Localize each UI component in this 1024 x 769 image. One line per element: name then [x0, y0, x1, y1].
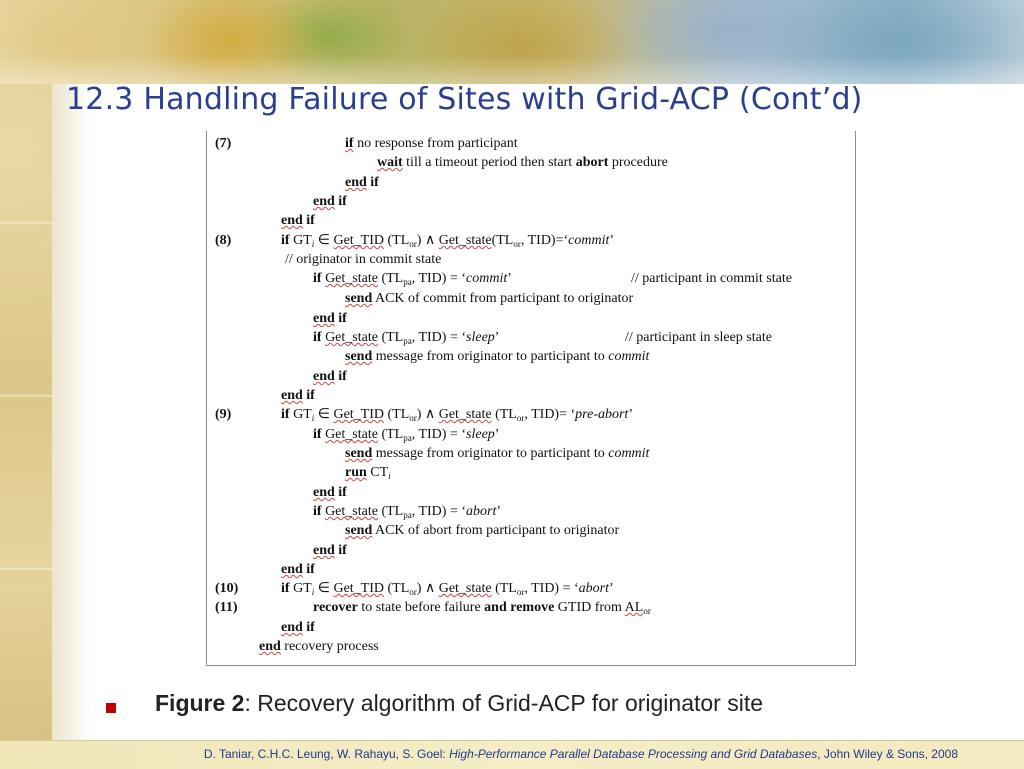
- footer-citation: D. Taniar, C.H.C. Leung, W. Rahayu, S. G…: [203, 747, 958, 761]
- algorithm-figure: (7) if no response from participant wait…: [206, 131, 856, 666]
- slide-title: 12.3 Handling Failure of Sites with Grid…: [66, 82, 863, 117]
- step-number: (7): [215, 136, 232, 151]
- decorative-banner: [0, 0, 1024, 84]
- caption-text: : Recovery algorithm of Grid-ACP for ori…: [244, 690, 764, 716]
- keyword-if: if: [345, 136, 354, 151]
- left-parchment-band: [0, 0, 52, 740]
- figure-caption: Figure 2: Recovery algorithm of Grid-ACP…: [155, 690, 763, 717]
- caption-label: Figure 2: [155, 690, 245, 716]
- footer-book-title: High-Performance Parallel Database Proce…: [449, 747, 818, 761]
- bullet-square: [106, 703, 116, 713]
- footer-bar: D. Taniar, C.H.C. Leung, W. Rahayu, S. G…: [0, 740, 1024, 769]
- banner-shade: [0, 56, 1024, 84]
- left-fade: [52, 84, 92, 740]
